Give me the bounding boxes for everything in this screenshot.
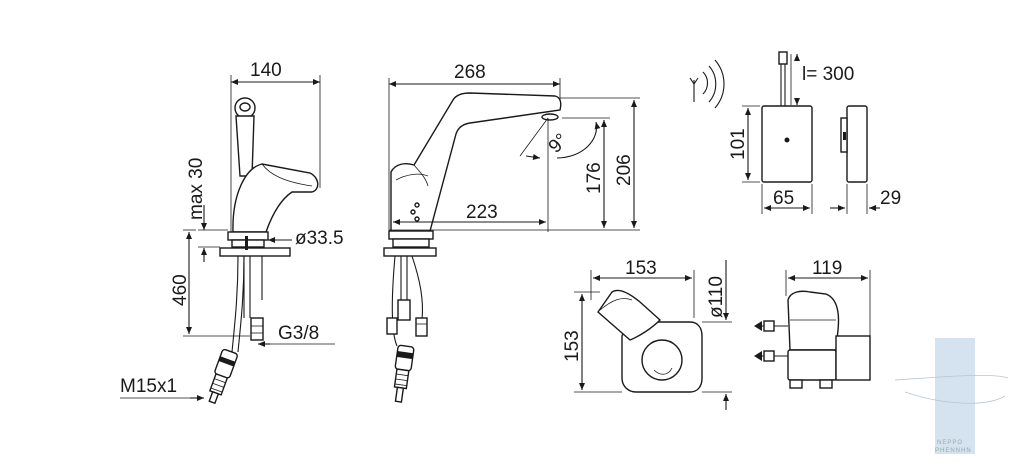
dim-side-length: 268 <box>454 62 486 83</box>
dim-side-reach: 223 <box>466 202 498 223</box>
dim-side-angle: 9° <box>545 130 573 158</box>
dim-front-inlet-thread: M15x1 <box>120 376 177 397</box>
valve-view <box>754 270 871 389</box>
dim-top-depth: 153 <box>562 330 583 362</box>
dim-side-height-total: 206 <box>614 154 635 186</box>
dim-battery-height: 101 <box>728 128 749 160</box>
dim-side-height-spout: 176 <box>584 162 605 194</box>
battery-box-view <box>689 51 880 214</box>
dim-front-diameter: ø33.5 <box>295 228 344 249</box>
dim-front-hose-length: 460 <box>170 274 191 306</box>
side-view <box>383 78 640 403</box>
watermark-text-1: ΝΕΡΡΟ <box>937 440 963 446</box>
dim-top-size: 153 <box>625 258 657 279</box>
dim-battery-cable-length: l= 300 <box>802 64 854 85</box>
top-view <box>574 260 732 410</box>
dim-front-connection: G3/8 <box>278 323 319 344</box>
dim-valve-width: 119 <box>812 258 842 279</box>
dim-top-diameter: ø110 <box>706 276 727 318</box>
dim-battery-depth: 29 <box>880 188 901 209</box>
front-view <box>120 75 335 405</box>
dim-front-max-height: max 30 <box>186 158 207 220</box>
dim-front-width: 140 <box>250 60 282 81</box>
watermark: ΝΕΡΡΟ ΡΗΕΝΝΗΝ <box>894 338 1009 454</box>
watermark-text-2: ΡΗΕΝΝΗΝ <box>935 448 972 454</box>
dim-battery-width: 65 <box>773 188 794 209</box>
